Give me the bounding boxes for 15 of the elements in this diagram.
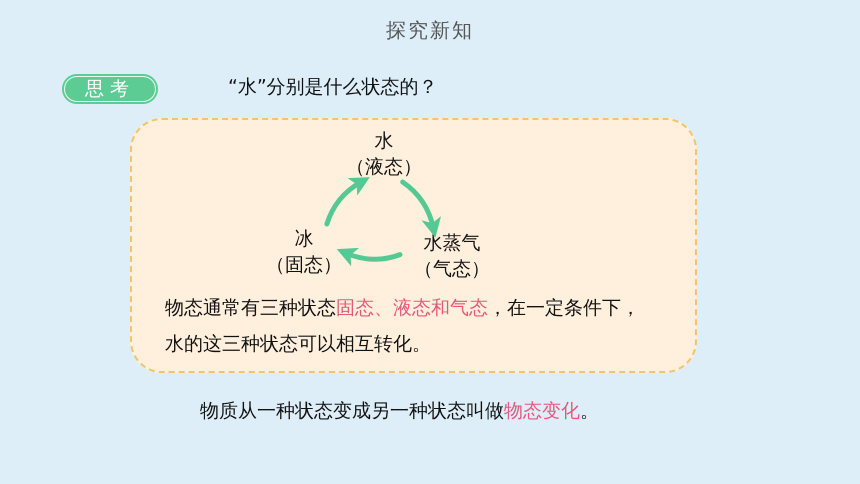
- summary-text: 物质从一种状态变成另一种状态叫做物态变化。: [200, 399, 599, 424]
- arrow: [324, 176, 370, 226]
- state-label: （固态）: [265, 253, 343, 278]
- state-label: （气态）: [413, 257, 491, 282]
- question-text: “水”分别是什么状态的？: [228, 75, 438, 100]
- state-label: 冰: [294, 227, 314, 252]
- page-title: 探究新知: [385, 17, 475, 44]
- state-label: 水: [374, 129, 394, 154]
- state-label: 水蒸气: [422, 231, 482, 256]
- badge: 思考: [62, 74, 158, 104]
- arrow: [336, 248, 402, 266]
- paragraph: 物态通常有三种状态固态、液态和气态，在一定条件下，水的这三种状态可以相互转化。: [165, 296, 641, 357]
- state-label: （液态）: [345, 155, 423, 180]
- rounded-panel: [130, 118, 697, 373]
- arrow: [400, 180, 441, 238]
